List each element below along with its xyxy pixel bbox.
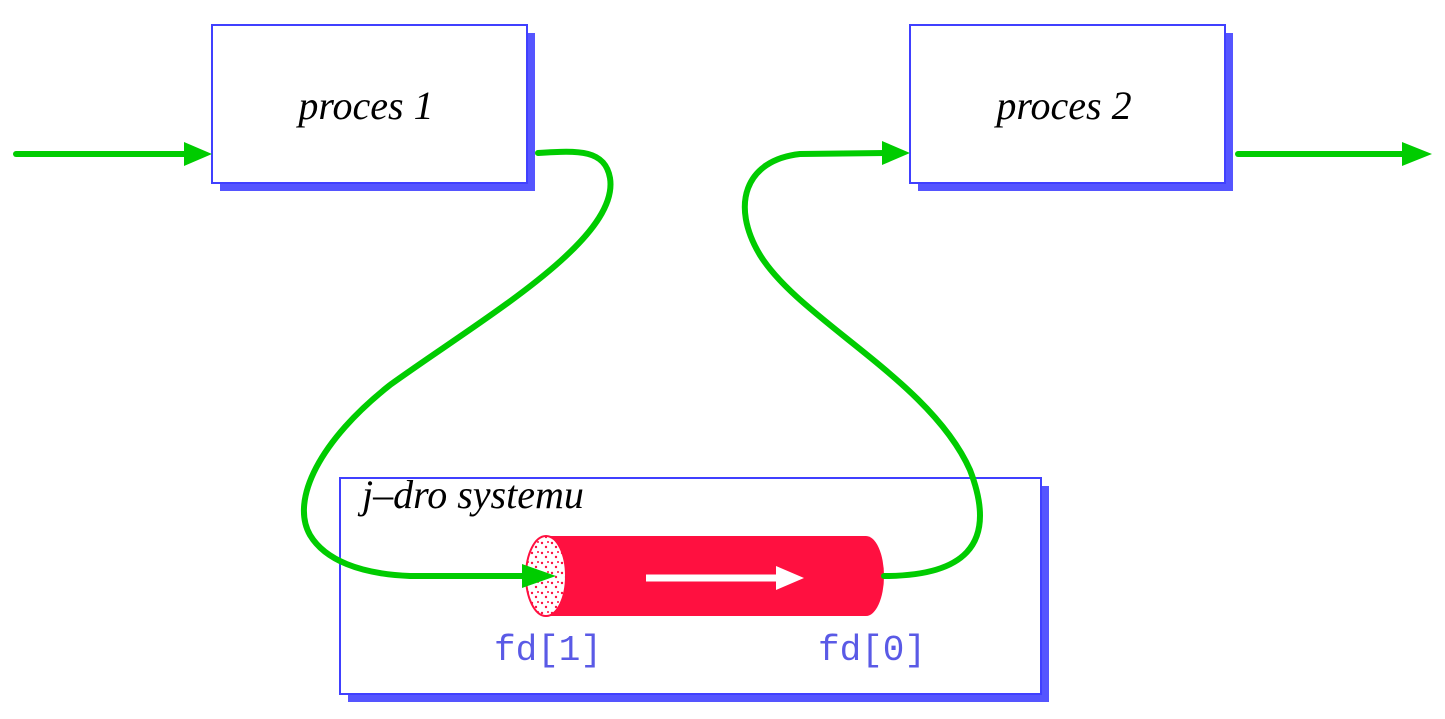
kernel-label: j–dro systemu	[357, 472, 584, 517]
process2-label: proces 2	[993, 83, 1131, 128]
write-arrowhead	[522, 564, 556, 588]
fd-write-label: fd[1]	[494, 630, 602, 671]
process1-box: proces 1	[211, 24, 535, 191]
fd-read-label: fd[0]	[818, 630, 926, 671]
process2-box: proces 2	[909, 24, 1233, 191]
write-flow-curve	[300, 148, 614, 579]
read-flow-curve	[741, 150, 983, 579]
process1-label: proces 1	[295, 83, 433, 128]
output-arrowhead	[1402, 142, 1432, 166]
read-arrowhead	[882, 141, 910, 165]
pipe-cylinder	[525, 535, 884, 617]
pipe-direction-arrowhead	[776, 566, 804, 590]
input-arrowhead	[184, 142, 212, 166]
